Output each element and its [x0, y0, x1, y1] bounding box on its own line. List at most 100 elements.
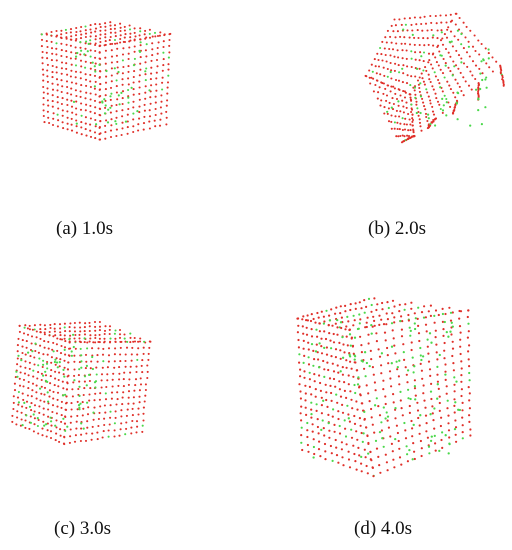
red-point [328, 332, 331, 335]
red-point [461, 409, 464, 412]
red-point [83, 333, 87, 336]
red-point [477, 39, 480, 42]
red-point [124, 359, 127, 363]
red-point [365, 464, 368, 468]
green-point [339, 321, 343, 324]
red-point [454, 78, 457, 81]
red-point [344, 427, 347, 430]
red-point [70, 105, 74, 108]
red-point [103, 404, 106, 407]
green-point [434, 124, 437, 127]
green-point [420, 358, 423, 362]
green-point [45, 423, 48, 426]
red-point [68, 441, 71, 444]
red-point [130, 432, 133, 435]
green-point [480, 123, 483, 126]
red-point [413, 36, 416, 39]
red-point [79, 30, 82, 33]
red-point [137, 123, 140, 126]
red-point [440, 29, 443, 32]
red-point [360, 431, 363, 435]
red-point [109, 98, 112, 101]
green-point [322, 399, 325, 402]
red-point [403, 135, 406, 138]
red-point [60, 42, 63, 45]
red-point [404, 437, 408, 440]
red-point [341, 403, 344, 406]
red-point [417, 114, 420, 117]
green-point [422, 69, 425, 72]
green-point [428, 452, 431, 455]
red-point [99, 57, 102, 60]
red-point [411, 427, 414, 430]
green-point [148, 89, 151, 92]
red-point [386, 84, 389, 87]
red-point [329, 384, 332, 387]
red-point [441, 320, 444, 323]
green-point [133, 57, 136, 60]
red-point [125, 421, 128, 424]
red-point [74, 89, 77, 92]
red-point [55, 35, 58, 38]
red-point [74, 34, 78, 37]
green-point [348, 333, 352, 336]
green-point [413, 365, 416, 368]
red-point [29, 355, 32, 358]
red-point [396, 49, 399, 52]
green-point [94, 70, 97, 73]
red-point [405, 57, 408, 60]
red-point [98, 133, 101, 136]
green-point [36, 417, 39, 420]
red-point [354, 460, 357, 463]
green-point [315, 403, 318, 406]
red-point [104, 398, 108, 401]
red-point [68, 341, 71, 344]
red-point [142, 412, 145, 415]
red-point [399, 110, 402, 113]
red-point [413, 16, 416, 19]
red-point [98, 325, 102, 328]
red-point [338, 341, 341, 344]
red-point [25, 346, 28, 349]
red-point [160, 100, 163, 103]
red-point [54, 370, 57, 373]
red-point [314, 321, 317, 324]
green-point [453, 376, 456, 379]
red-point [426, 345, 429, 348]
red-point [63, 346, 67, 349]
red-point [447, 66, 450, 69]
red-point [334, 385, 337, 388]
red-point [93, 399, 96, 402]
red-point [89, 85, 92, 89]
red-point [435, 22, 438, 25]
red-point [89, 123, 92, 126]
green-point [78, 406, 81, 409]
green-point [417, 306, 420, 309]
red-point [156, 46, 159, 50]
red-point [100, 386, 103, 389]
red-point [427, 95, 430, 98]
green-point [21, 424, 24, 427]
red-point [151, 42, 154, 45]
red-point [430, 63, 433, 66]
red-point [327, 368, 330, 372]
red-point [141, 371, 144, 374]
red-point [423, 44, 426, 47]
red-point [396, 368, 399, 371]
red-point [398, 303, 401, 306]
red-point [22, 332, 26, 335]
red-point [348, 328, 351, 331]
red-point [371, 325, 374, 328]
red-point [80, 433, 83, 436]
red-point [332, 377, 336, 381]
red-point [384, 339, 387, 342]
red-point [370, 76, 373, 79]
red-point [348, 420, 351, 423]
red-point [28, 427, 31, 430]
red-point [426, 119, 429, 123]
red-point [106, 366, 109, 369]
green-point [485, 86, 488, 89]
red-point [28, 328, 31, 331]
red-point [297, 324, 300, 327]
red-point [70, 123, 73, 126]
